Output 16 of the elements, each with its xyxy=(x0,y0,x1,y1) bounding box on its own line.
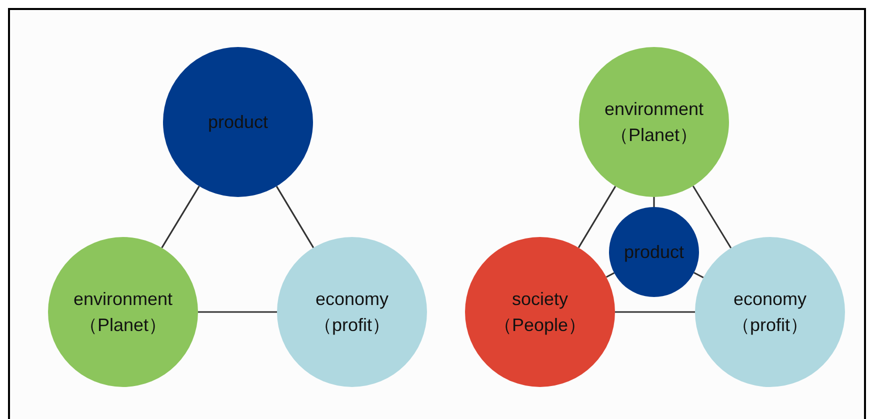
node-label: economy （profit） xyxy=(730,288,810,337)
node-label: product xyxy=(208,111,268,134)
connector-line xyxy=(694,272,704,278)
connector-line xyxy=(615,311,695,313)
node-label: environment （Planet） xyxy=(72,288,174,337)
connector-line xyxy=(198,311,277,313)
node-label: product xyxy=(624,241,684,264)
connector-line xyxy=(578,186,616,248)
node-label: economy （profit） xyxy=(312,288,392,337)
connector-line xyxy=(606,272,615,278)
connector-line xyxy=(692,186,732,248)
connector-line xyxy=(161,186,200,248)
node-label: society （People） xyxy=(492,288,588,337)
connector-line xyxy=(653,197,655,207)
node-label: environment （Planet） xyxy=(603,98,705,147)
connector-line xyxy=(276,186,314,248)
